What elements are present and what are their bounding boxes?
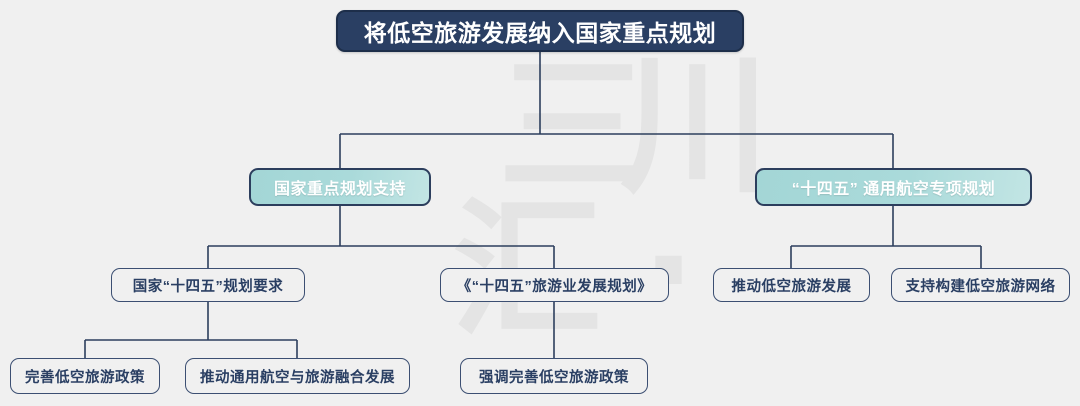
node-national-14th-plan-requirement[interactable]: 国家“十四五”规划要求 bbox=[111, 268, 305, 302]
node-improve-low-altitude-policy[interactable]: 完善低空旅游政策 bbox=[10, 358, 160, 394]
node-title[interactable]: 将低空旅游发展纳入国家重点规划 bbox=[336, 10, 744, 52]
watermark-char-1: 三 bbox=[498, 40, 649, 214]
node-emphasize-improve-policy[interactable]: 强调完善低空旅游政策 bbox=[460, 358, 648, 394]
watermark-char-2: 川 bbox=[620, 40, 771, 214]
node-promote-low-altitude-tourism[interactable]: 推动低空旅游发展 bbox=[713, 268, 870, 302]
node-ga-special-plan[interactable]: “十四五” 通用航空专项规划 bbox=[755, 168, 1032, 206]
node-integrate-ga-and-tourism[interactable]: 推动通用航空与旅游融合发展 bbox=[185, 358, 410, 394]
node-support-build-low-altitude-network[interactable]: 支持构建低空旅游网络 bbox=[891, 268, 1070, 302]
node-14th-tourism-development-plan[interactable]: 《“十四五”旅游业发展规划》 bbox=[440, 268, 669, 302]
node-national-key-plan-support[interactable]: 国家重点规划支持 bbox=[249, 168, 431, 206]
